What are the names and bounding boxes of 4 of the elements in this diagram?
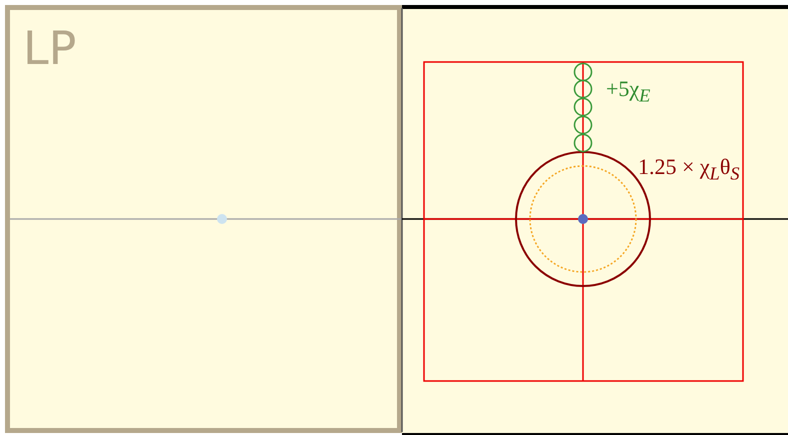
- coil-label: +5χ$_{E}$: [606, 78, 650, 105]
- circle-label: 1.25 × χ$_{L}$θ$_{S}$: [638, 156, 740, 183]
- panel-title: LP: [23, 25, 76, 71]
- left-panel: [5, 5, 402, 433]
